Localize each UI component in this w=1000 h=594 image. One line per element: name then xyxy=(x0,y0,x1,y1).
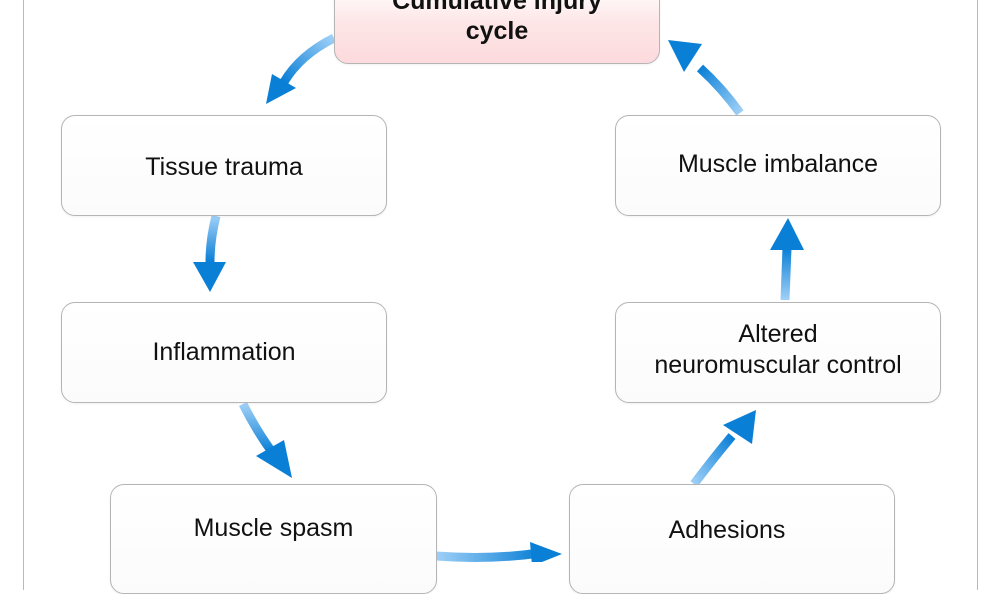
title-node-cumulative-injury-cycle: Cumulative injury cycle xyxy=(334,0,660,64)
node-label: Inflammation xyxy=(152,338,296,366)
title-line-1: Cumulative injury xyxy=(392,0,602,15)
node-adhesions: Adhesions xyxy=(569,484,895,594)
node-muscle-imbalance: Muscle imbalance xyxy=(615,115,941,216)
arrow-muscle-spasm-to-adhesions xyxy=(435,542,562,562)
node-label: Muscle imbalance xyxy=(677,150,879,178)
node-label-line-1: Altered xyxy=(738,319,818,348)
node-tissue-trauma: Tissue trauma xyxy=(61,115,387,216)
node-label: Adhesions xyxy=(668,516,786,544)
title-line-2: cycle xyxy=(465,17,529,45)
node-label: Tissue trauma xyxy=(145,153,303,181)
node-label: Muscle spasm xyxy=(193,514,354,542)
arrow-muscle-imbalance-to-title xyxy=(668,40,744,116)
arrow-adhesions-to-altered-control xyxy=(690,410,756,487)
node-altered-neuromuscular-control: Altered neuromuscular control xyxy=(615,302,941,403)
arrows-layer xyxy=(193,33,804,562)
arrow-inflammation-to-muscle-spasm xyxy=(238,401,292,478)
node-inflammation: Inflammation xyxy=(61,302,387,403)
diagram-frame xyxy=(23,0,978,590)
arrow-altered-control-to-muscle-imbalance xyxy=(770,218,804,301)
arrow-tissue-trauma-to-inflammation xyxy=(193,214,226,292)
node-label-line-2: neuromuscular control xyxy=(654,350,902,379)
arrow-title-to-tissue-trauma xyxy=(266,33,337,104)
node-muscle-spasm: Muscle spasm xyxy=(110,484,437,594)
